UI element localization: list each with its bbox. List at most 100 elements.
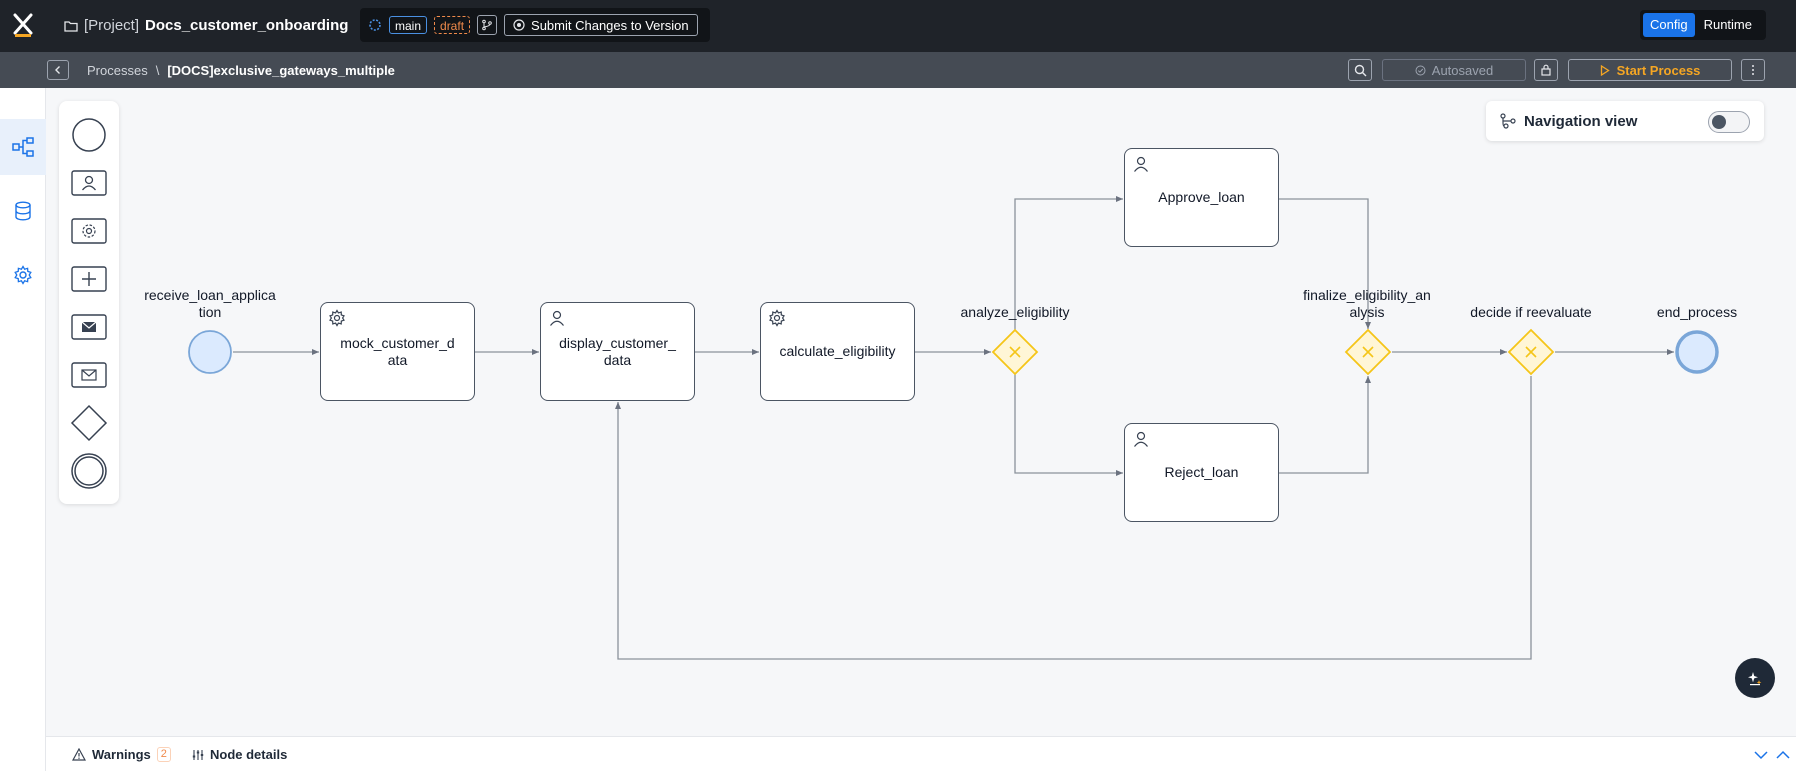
start-event-icon (72, 118, 106, 152)
gateway-analyze-eligibility[interactable] (991, 328, 1039, 376)
ai-assistant-button[interactable] (1735, 658, 1775, 698)
palette-start-event[interactable] (67, 113, 111, 157)
draft-status-badge: draft (434, 16, 471, 34)
start-event-receive-loan[interactable] (188, 330, 232, 374)
palette-user-task[interactable] (67, 161, 111, 205)
warnings-count-badge: 2 (156, 747, 171, 762)
runtime-mode-button[interactable]: Runtime (1703, 17, 1752, 32)
chevron-up-icon[interactable] (1774, 746, 1792, 764)
nav-data-model[interactable] (0, 183, 46, 239)
message-receive-icon (71, 362, 107, 388)
palette-receive-message[interactable] (67, 353, 111, 397)
user-task-person-icon (1134, 431, 1148, 447)
mode-toggle: Config Runtime (1640, 10, 1766, 40)
service-task-icon (71, 218, 107, 244)
project-title[interactable]: [Project] Docs_customer_onboarding (64, 17, 348, 34)
label-end-process: end_process (1656, 304, 1738, 320)
version-bar: main draft Submit Changes to Version (360, 8, 710, 42)
node-details-tab[interactable]: Node details (192, 747, 287, 762)
label-decide-if-reevaluate: decide if reevaluate (1470, 304, 1592, 320)
chevron-left-icon (55, 66, 60, 74)
warnings-tab[interactable]: Warnings 2 (72, 747, 171, 762)
navigation-view-toggle[interactable] (1708, 111, 1750, 133)
lock-icon (1541, 64, 1551, 76)
submit-changes-button[interactable]: Submit Changes to Version (504, 14, 698, 36)
database-icon (15, 201, 31, 221)
label-receive-loan-application: receive_loan_application (144, 287, 276, 320)
more-options-button[interactable] (1741, 59, 1765, 81)
flow-analyze-to-approve[interactable] (1014, 196, 1123, 330)
record-icon (513, 19, 525, 31)
gateway-decide-reevaluate[interactable] (1507, 328, 1555, 376)
subprocess-icon (71, 266, 107, 292)
end-event-icon (71, 453, 107, 489)
service-task-gear-icon (769, 309, 785, 327)
task-display-customer-data[interactable]: display_customer_data (540, 302, 695, 401)
autosaved-status: Autosaved (1382, 59, 1526, 81)
nav-settings[interactable] (0, 247, 46, 303)
chevron-down-icon[interactable] (1752, 746, 1770, 764)
task-label: display_customer_data (559, 334, 676, 368)
element-palette (59, 101, 119, 504)
user-task-icon (71, 170, 107, 196)
task-mock-customer-data[interactable]: mock_customer_data (320, 302, 475, 401)
palette-service-task[interactable] (67, 209, 111, 253)
left-navigation (0, 88, 46, 771)
app-logo-icon[interactable] (12, 13, 34, 37)
breadcrumb-separator: \ (155, 63, 160, 78)
check-circle-icon (1415, 65, 1426, 75)
sparkle-icon (1748, 672, 1762, 686)
task-label: Reject_loan (1164, 464, 1239, 480)
gateway-finalize-eligibility[interactable] (1344, 328, 1392, 376)
breadcrumb-current: [DOCS]exclusive_gateways_multiple (167, 63, 395, 78)
breadcrumb-processes[interactable]: Processes (87, 63, 148, 78)
play-icon (1600, 64, 1610, 76)
sliders-icon (192, 749, 204, 760)
process-diagram-icon (12, 137, 34, 157)
config-mode-button[interactable]: Config (1643, 13, 1695, 37)
branch-chip[interactable]: main (389, 16, 428, 34)
toggle-knob (1712, 115, 1726, 129)
bottom-panel-bar: Warnings 2 Node details (46, 736, 1796, 771)
nav-process-diagram[interactable] (0, 119, 46, 175)
folder-icon (64, 20, 78, 32)
palette-end-event[interactable] (67, 449, 111, 493)
lock-button[interactable] (1534, 59, 1558, 81)
branch-icon[interactable] (477, 15, 498, 35)
end-event-end-process[interactable] (1675, 330, 1719, 374)
warning-triangle-icon (72, 748, 86, 761)
flow-reject-to-finalize[interactable] (1279, 376, 1371, 474)
label-finalize-eligibility-analysis: finalize_eligibility_analysis (1303, 287, 1431, 320)
top-bar: [Project] Docs_customer_onboarding main … (0, 0, 1796, 52)
task-approve-loan[interactable]: Approve_loan (1124, 148, 1279, 247)
navigation-view-title: Navigation view (1524, 112, 1638, 130)
settings-icon (14, 265, 32, 285)
navigation-tree-icon (1500, 113, 1516, 129)
back-button[interactable] (47, 60, 69, 80)
more-vertical-icon (1752, 65, 1754, 75)
flow-analyze-to-reject[interactable] (1014, 374, 1123, 476)
palette-send-message[interactable] (67, 305, 111, 349)
task-label: calculate_eligibility (779, 343, 896, 359)
flow-approve-to-finalize[interactable] (1279, 198, 1371, 329)
message-send-icon (71, 314, 107, 340)
task-reject-loan[interactable]: Reject_loan (1124, 423, 1279, 522)
user-task-person-icon (550, 310, 564, 326)
gateway-icon (70, 404, 108, 442)
search-button[interactable] (1348, 59, 1372, 81)
task-calculate-eligibility[interactable]: calculate_eligibility (760, 302, 915, 401)
flow-reevaluate-loop-to-display[interactable] (615, 376, 1532, 660)
palette-gateway[interactable] (67, 401, 111, 445)
task-label: mock_customer_data (340, 334, 455, 368)
task-label: Approve_loan (1158, 189, 1245, 205)
start-process-button[interactable]: Start Process (1568, 59, 1732, 81)
service-task-gear-icon (329, 309, 345, 327)
start-process-label: Start Process (1616, 62, 1701, 78)
submit-changes-label: Submit Changes to Version (531, 17, 689, 33)
navigation-view-panel: Navigation view (1486, 101, 1764, 141)
palette-subprocess[interactable] (67, 257, 111, 301)
process-toolbar: Processes \ [DOCS]exclusive_gateways_mul… (0, 52, 1796, 88)
breadcrumb: Processes \ [DOCS]exclusive_gateways_mul… (87, 63, 395, 78)
process-diagram-canvas[interactable] (0, 0, 1796, 736)
project-prefix: [Project] (84, 17, 140, 34)
